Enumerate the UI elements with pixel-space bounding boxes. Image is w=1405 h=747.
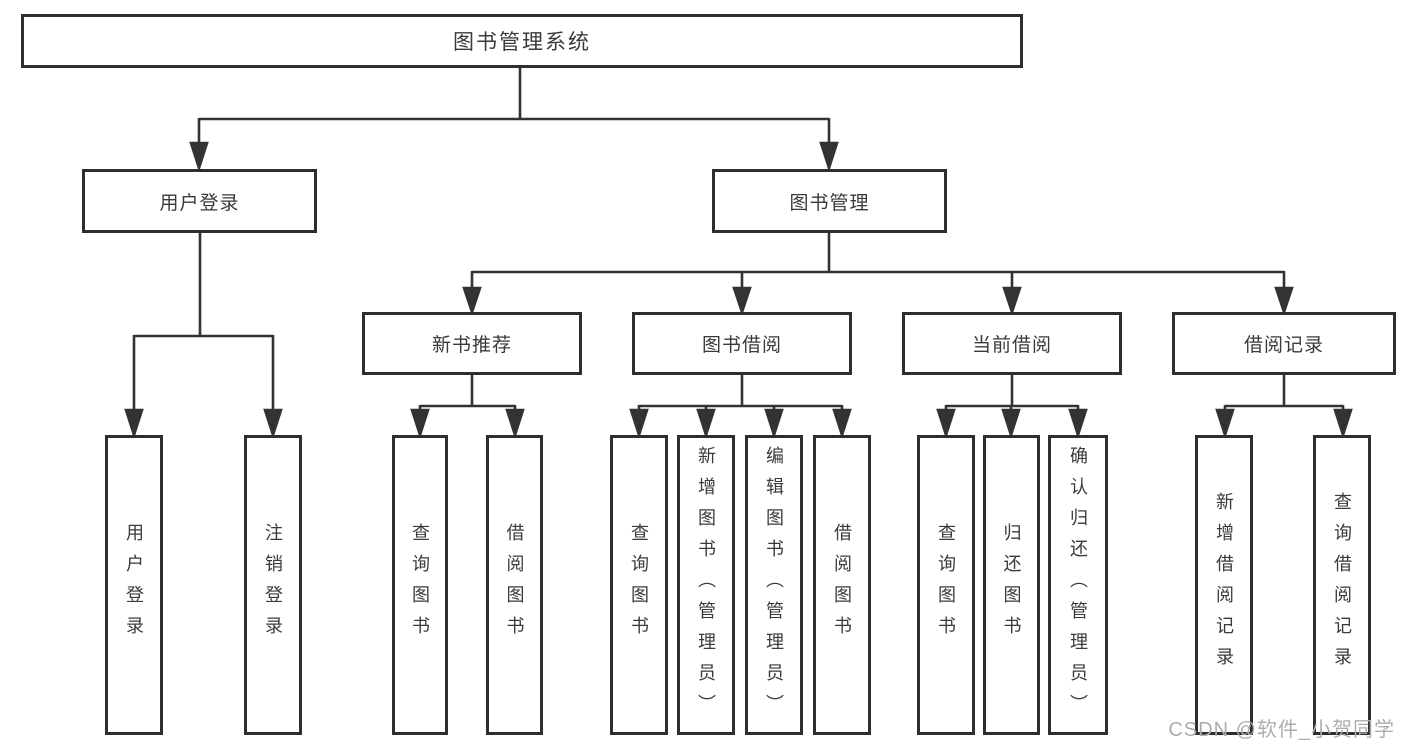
node-leaf-return-book: 归还图书 <box>983 435 1040 735</box>
node-leaf-user-login-action: 用户登录 <box>105 435 163 735</box>
connector-book-management-children <box>462 233 1294 317</box>
connector-borrow-record-children <box>1215 375 1353 440</box>
node-leaf-add-borrow-record: 新增借阅记录 <box>1195 435 1253 735</box>
leaf-label: 新增图书（管理员） <box>696 445 716 725</box>
node-user-login-label: 用户登录 <box>159 192 240 214</box>
leaf-label: 用户登录 <box>124 523 144 647</box>
node-leaf-add-book-admin: 新增图书（管理员） <box>677 435 735 735</box>
leaf-label: 确认归还（管理员） <box>1068 445 1088 725</box>
node-book-management-label: 图书管理 <box>789 192 870 214</box>
node-leaf-logout-action: 注销登录 <box>244 435 302 735</box>
node-borrow-record-label: 借阅记录 <box>1243 335 1324 356</box>
leaf-label: 注销登录 <box>263 523 283 647</box>
node-leaf-edit-book-admin: 编辑图书（管理员） <box>745 435 803 735</box>
node-root: 图书管理系统 <box>21 14 1023 68</box>
connector-new-book-children <box>410 375 525 440</box>
leaf-label: 编辑图书（管理员） <box>764 445 784 725</box>
connector-current-borrow-children <box>936 375 1088 440</box>
connector-user-login-children <box>124 233 283 440</box>
node-leaf-query-book-borrow: 查询图书 <box>610 435 668 735</box>
node-book-borrow: 图书借阅 <box>632 312 852 375</box>
leaf-label: 借阅图书 <box>832 523 852 647</box>
leaf-label: 借阅图书 <box>504 523 525 647</box>
leaf-label: 查询借阅记录 <box>1332 492 1352 678</box>
node-book-borrow-label: 图书借阅 <box>701 335 782 356</box>
node-user-login: 用户登录 <box>82 169 317 233</box>
node-borrow-record: 借阅记录 <box>1172 312 1396 375</box>
node-leaf-confirm-return-admin: 确认归还（管理员） <box>1048 435 1108 735</box>
node-new-book-recommend-label: 新书推荐 <box>431 335 512 356</box>
node-leaf-borrow-book: 借阅图书 <box>813 435 871 735</box>
leaf-label: 新增借阅记录 <box>1214 492 1234 678</box>
connector-book-borrow-children <box>629 375 852 440</box>
node-book-management: 图书管理 <box>712 169 947 233</box>
leaf-label: 查询图书 <box>410 523 430 647</box>
connector-root-to-level2 <box>189 68 839 173</box>
node-new-book-recommend: 新书推荐 <box>362 312 582 375</box>
node-leaf-query-book-current: 查询图书 <box>917 435 975 735</box>
leaf-label: 查询图书 <box>936 523 956 647</box>
node-root-label: 图书管理系统 <box>453 31 591 54</box>
leaf-label: 查询图书 <box>629 523 649 647</box>
node-current-borrow-label: 当前借阅 <box>971 335 1052 356</box>
node-leaf-query-book-recommend: 查询图书 <box>392 435 448 735</box>
leaf-label: 归还图书 <box>1001 523 1022 647</box>
csdn-watermark: CSDN @软件_小贺同学 <box>1168 719 1395 741</box>
node-leaf-query-borrow-record: 查询借阅记录 <box>1313 435 1371 735</box>
node-leaf-borrow-book-recommend: 借阅图书 <box>486 435 543 735</box>
node-current-borrow: 当前借阅 <box>902 312 1122 375</box>
